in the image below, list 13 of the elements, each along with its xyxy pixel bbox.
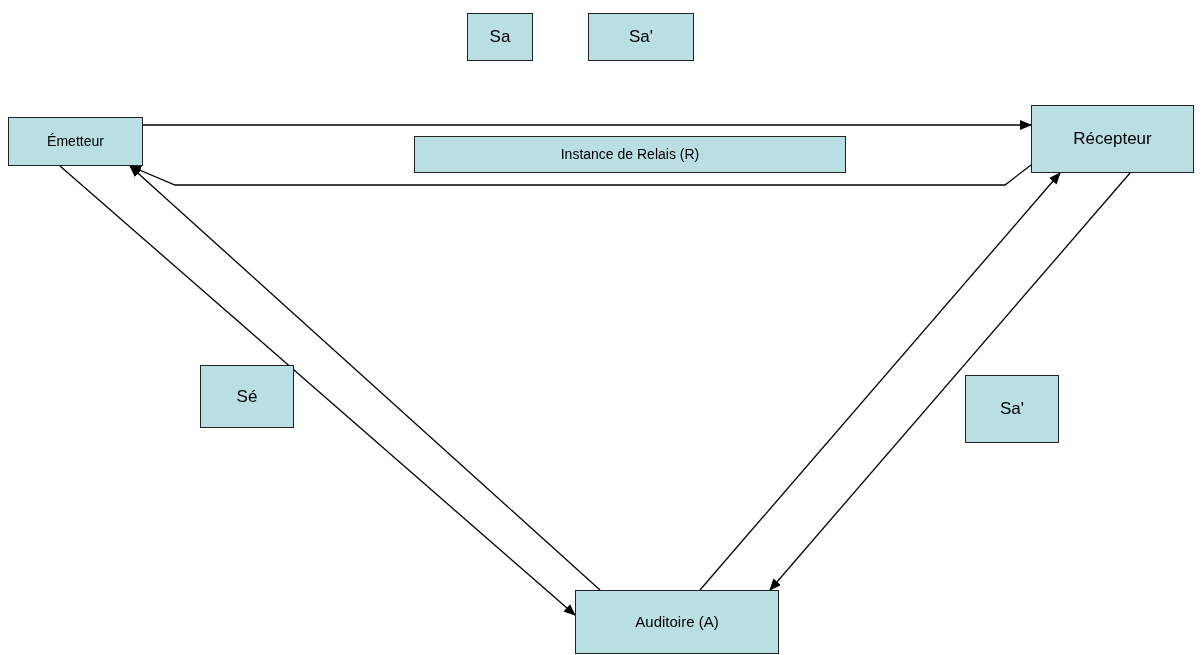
- arrow: [129, 165, 601, 591]
- arrow: [769, 172, 1131, 591]
- label-box: Instance de Relais (R): [414, 136, 846, 173]
- label-box: Émetteur: [8, 117, 143, 166]
- label-box: Auditoire (A): [575, 590, 779, 654]
- arrow: [142, 120, 1032, 130]
- label-box: Sa': [588, 13, 694, 61]
- label-box: Sé: [200, 365, 294, 428]
- label-box: Sa': [965, 375, 1059, 443]
- arrow: [59, 165, 576, 616]
- label-box: Récepteur: [1031, 105, 1194, 173]
- arrow: [699, 172, 1061, 591]
- label-box: Sa: [467, 13, 533, 61]
